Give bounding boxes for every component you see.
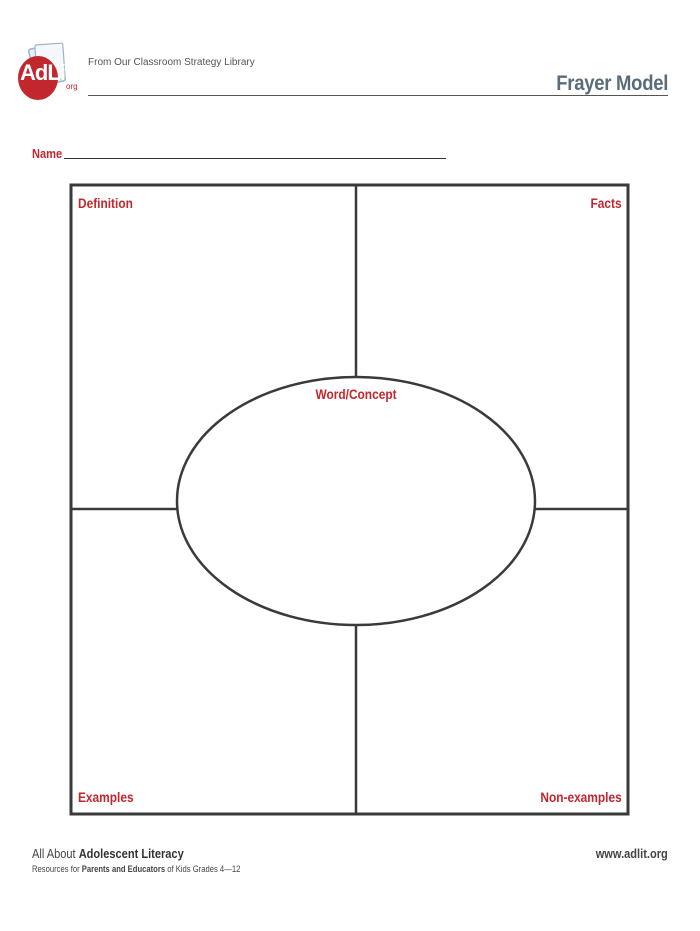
footer-brand-bold: Adolescent Literacy bbox=[78, 846, 184, 861]
center-label-word-concept: Word/Concept bbox=[315, 386, 397, 402]
name-field-line[interactable] bbox=[64, 158, 446, 159]
footer-subtitle-suffix: of Kids Grades 4—12 bbox=[165, 864, 241, 874]
quadrant-label-definition: Definition bbox=[78, 195, 133, 211]
footer-subtitle: Resources for Parents and Educators of K… bbox=[32, 864, 240, 874]
quadrant-label-non-examples: Non-examples bbox=[540, 789, 622, 805]
footer-brand: All About Adolescent Literacy bbox=[32, 846, 184, 861]
footer-subtitle-bold: Parents and Educators bbox=[81, 864, 166, 874]
quadrant-label-facts: Facts bbox=[590, 195, 622, 211]
adlit-logo bbox=[18, 42, 67, 100]
header-rule bbox=[88, 95, 553, 96]
logo-badge bbox=[18, 56, 58, 100]
logo-text: AdLit bbox=[20, 60, 72, 85]
footer-subtitle-prefix: Resources for bbox=[32, 864, 82, 874]
name-label: Name bbox=[32, 146, 63, 161]
outer-frame bbox=[69, 183, 630, 816]
quadrant-label-examples: Examples bbox=[78, 789, 134, 805]
footer-brand-prefix: All About bbox=[32, 846, 79, 861]
header-tagline: From Our Classroom Strategy Library bbox=[88, 57, 255, 68]
title-underline bbox=[553, 95, 668, 96]
page-title: Frayer Model bbox=[556, 72, 668, 95]
concept-oval bbox=[175, 375, 537, 627]
footer-url-link[interactable]: www.adlit.org bbox=[595, 846, 668, 861]
logo-suffix: org bbox=[66, 82, 78, 91]
